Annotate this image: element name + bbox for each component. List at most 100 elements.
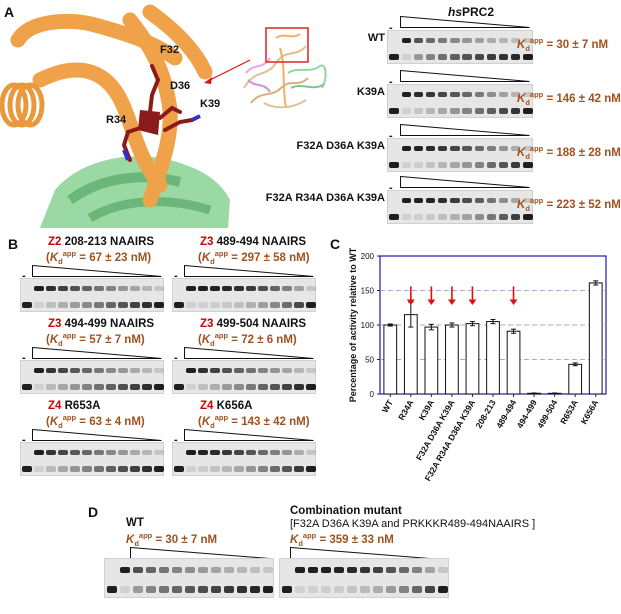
gel-band-free	[258, 384, 268, 390]
gel-band-bound	[70, 367, 80, 374]
gel-band-free	[360, 586, 370, 593]
gel-band-bound	[22, 450, 31, 455]
gel-band-bound	[171, 567, 182, 574]
gel-band-free	[373, 586, 384, 593]
gel-band-free	[281, 586, 292, 593]
gel-band-free	[46, 466, 56, 472]
gel-band-bound	[234, 285, 244, 292]
gel-band-bound	[234, 449, 244, 456]
free-probe-lane-marker-b-4: -	[22, 434, 26, 446]
bar-4	[465, 323, 480, 395]
gel-band-free	[425, 162, 436, 168]
gel-band-bound	[438, 37, 448, 44]
gel-band-bound	[401, 197, 411, 204]
gel-band-free	[94, 466, 104, 472]
x-tick-label-0: WT	[380, 397, 396, 414]
gel-band-bound	[307, 567, 318, 574]
panel-d-combo-kd-value: = 359 ± 33 nM	[319, 533, 394, 546]
gel-band-free	[511, 108, 521, 114]
panel-b-gel-title-3: Z3 499-504 NAAIRS	[200, 318, 306, 330]
gel-band-free	[450, 214, 460, 220]
gel-band-bound	[106, 449, 116, 456]
y-tick-label-4: 200	[361, 252, 375, 261]
gel-band-bound	[425, 91, 436, 98]
gel-band-bound	[425, 567, 436, 574]
gel-band-free	[34, 466, 44, 472]
gel-band-free	[22, 384, 32, 390]
panel-b-gel-title-1: Z3 489-494 NAAIRS	[200, 236, 306, 248]
gel-band-bound	[198, 367, 208, 374]
gel-band-free	[450, 54, 460, 60]
gel-band-bound	[450, 197, 460, 204]
gel-band-bound	[450, 91, 460, 98]
protein-structure-illustration	[0, 4, 251, 228]
gel-band-free	[58, 302, 68, 308]
concentration-triangle-b-2	[32, 346, 162, 359]
gel-band-free	[70, 302, 80, 308]
gel-band-bound	[412, 567, 423, 574]
gel-band-bound	[46, 449, 56, 456]
gel-band-bound	[118, 449, 128, 456]
gel-band-free	[119, 586, 130, 593]
gel-band-bound	[386, 567, 397, 574]
gel-band-free	[462, 214, 472, 220]
gel-band-free	[306, 384, 316, 390]
gel-band-bound	[498, 91, 509, 98]
panel-a-row-label-1: K39A	[356, 86, 385, 98]
x-tick-label-8: 499-504	[535, 398, 559, 430]
gel-band-bound	[462, 37, 472, 44]
gel-band-bound	[474, 37, 484, 44]
free-probe-lane-marker-a-1: -	[389, 76, 393, 88]
gel-band-bound	[389, 198, 398, 203]
gel-band-bound	[425, 145, 436, 152]
gel-band-free	[246, 302, 256, 308]
panel-b-gel-title-4: Z4 R653A	[48, 400, 100, 412]
gel-band-bound	[270, 367, 280, 374]
gel-band-bound	[222, 367, 232, 374]
gel-band-free	[282, 384, 292, 390]
highlight-arrow-head-6	[509, 299, 518, 305]
gel-band-free	[523, 108, 533, 114]
residue-label-r34: R34	[106, 114, 127, 126]
gel-band-free	[118, 302, 128, 308]
gel-band-free	[333, 586, 344, 593]
gel-band-bound	[118, 285, 128, 292]
gel-band-bound	[246, 449, 256, 456]
panel-letter-b: B	[8, 236, 19, 252]
gel-band-bound	[46, 285, 56, 292]
panel-d-wt-label: WT	[126, 517, 144, 529]
gel-band-free	[270, 466, 280, 472]
gel-band-free	[486, 214, 497, 220]
gel-panel-a-1	[387, 84, 533, 118]
panel-b-kd-5: (Kdapp = 143 ± 42 nM)	[198, 413, 310, 431]
highlight-arrow-head-1	[406, 299, 415, 305]
free-probe-lane-marker-a-2: -	[389, 130, 393, 142]
panel-b-kd-0: (Kdapp = 67 ± 23 nM)	[46, 249, 152, 267]
panel-b-kd-value-0: = 67 ± 23 nM	[79, 251, 148, 264]
gel-band-bound	[22, 368, 31, 373]
gel-band-bound	[346, 567, 357, 574]
gel-band-bound	[401, 145, 411, 152]
panel-a-row-label-2: F32A D36A K39A	[296, 140, 385, 152]
gel-band-bound	[511, 197, 521, 204]
gel-band-bound	[438, 91, 448, 98]
gel-band-free	[462, 162, 472, 168]
panel-b-kd-1: (Kdapp = 297 ± 58 nM)	[198, 249, 310, 267]
gel-band-free	[474, 108, 484, 114]
gel-band-free	[130, 302, 140, 308]
gel-band-bound	[258, 285, 268, 292]
gel-band-bound	[399, 567, 410, 574]
gel-band-bound	[474, 91, 484, 98]
gel-band-bound	[511, 37, 521, 44]
gel-band-bound	[450, 145, 460, 152]
panel-b-gel-title-5: Z4 K656A	[200, 400, 252, 412]
gel-band-free	[438, 162, 448, 168]
gel-band-bound	[462, 91, 472, 98]
gel-band-free	[389, 54, 399, 60]
gel-band-bound	[82, 367, 92, 374]
gel-band-free	[511, 162, 521, 168]
x-tick-label-2: K39A	[417, 398, 437, 422]
gel-band-free	[185, 586, 195, 593]
panel-a-kd-1: Kdapp = 146 ± 42 nM	[517, 90, 621, 108]
gel-band-bound	[282, 449, 292, 456]
